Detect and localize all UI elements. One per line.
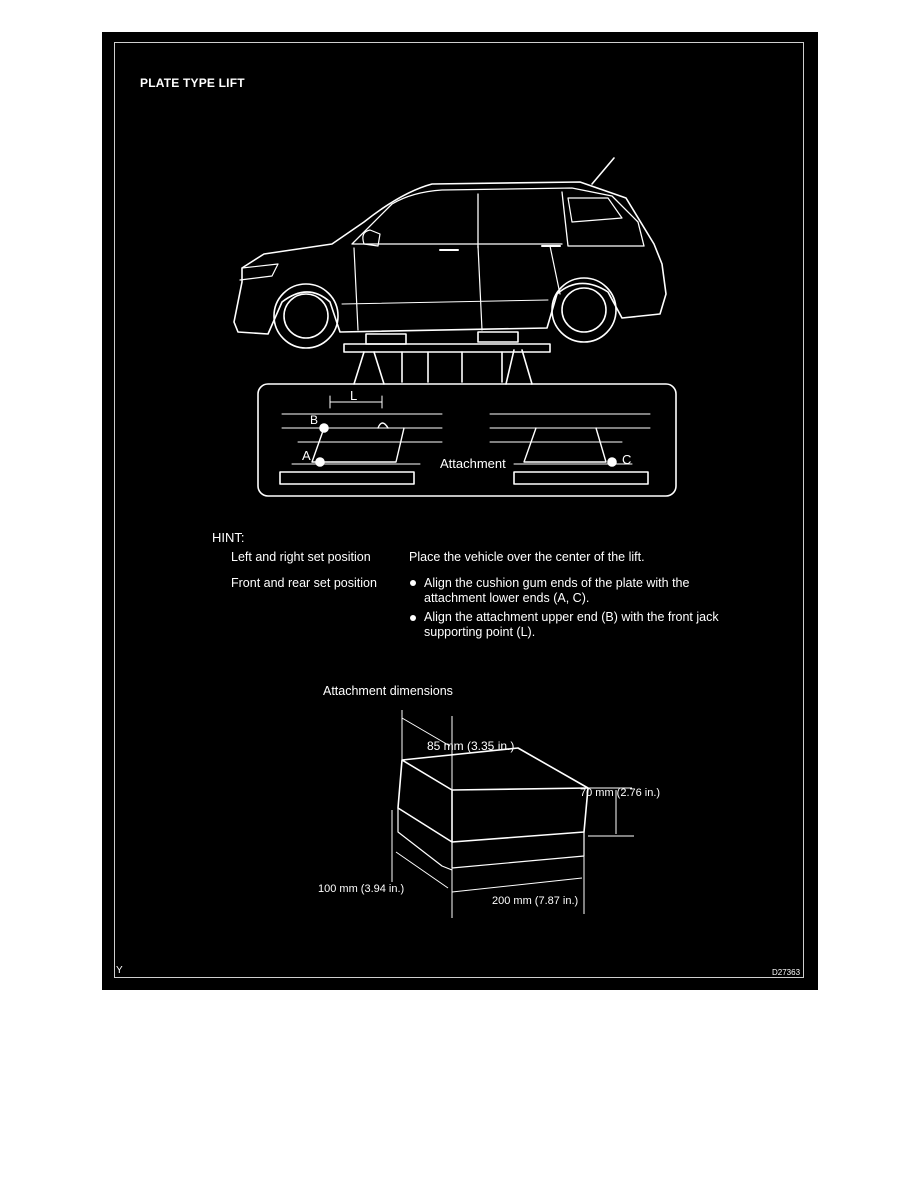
- page-title: PLATE TYPE LIFT: [140, 76, 245, 90]
- detail-callout-box: [257, 383, 677, 497]
- antenna: [591, 157, 615, 185]
- left-right-label: Left and right set position: [231, 550, 371, 564]
- figure-id: D27363: [772, 968, 801, 977]
- dimensions-title: Attachment dimensions: [323, 684, 453, 698]
- hint-heading: HINT:: [212, 530, 245, 545]
- lift-plate: [343, 343, 551, 353]
- dim-length-label: 200 mm (7.87 in.): [492, 895, 578, 907]
- car-body: [233, 181, 667, 335]
- front-rear-bullet-1: Align the cushion gum ends of the plate …: [424, 576, 690, 605]
- footer-code: Y: [116, 965, 123, 976]
- label-attachment: Attachment: [440, 456, 506, 471]
- bullet-icon: [410, 615, 416, 621]
- label-B: B: [310, 413, 318, 427]
- illustration-panel: PLATE TYPE LIFT: [102, 32, 818, 990]
- front-rear-label: Front and rear set position: [231, 576, 377, 590]
- illustration-frame: [114, 42, 804, 978]
- label-L: L: [350, 388, 357, 403]
- dim-top-label: 85 mm (3.35 in.): [427, 739, 514, 753]
- rear-wheel: [551, 277, 617, 343]
- front-rear-bullet-2: Align the attachment upper end (B) with …: [424, 610, 719, 639]
- label-C: C: [622, 452, 631, 467]
- attachment-block: [397, 747, 589, 843]
- dim-depth-label: 100 mm (3.94 in.): [318, 883, 404, 895]
- front-wheel: [273, 283, 339, 349]
- left-right-text: Place the vehicle over the center of the…: [409, 550, 645, 564]
- label-A: A: [302, 448, 311, 463]
- attachment-dimension-diagram: 85 mm (3.35 in.) 70 mm (2.76 in.) 100 mm…: [318, 710, 660, 918]
- car-on-lift-diagram: L B A Attachment C: [233, 157, 677, 497]
- bullet-icon: [410, 580, 416, 586]
- dim-height-label: 70 mm (2.76 in.): [580, 787, 660, 799]
